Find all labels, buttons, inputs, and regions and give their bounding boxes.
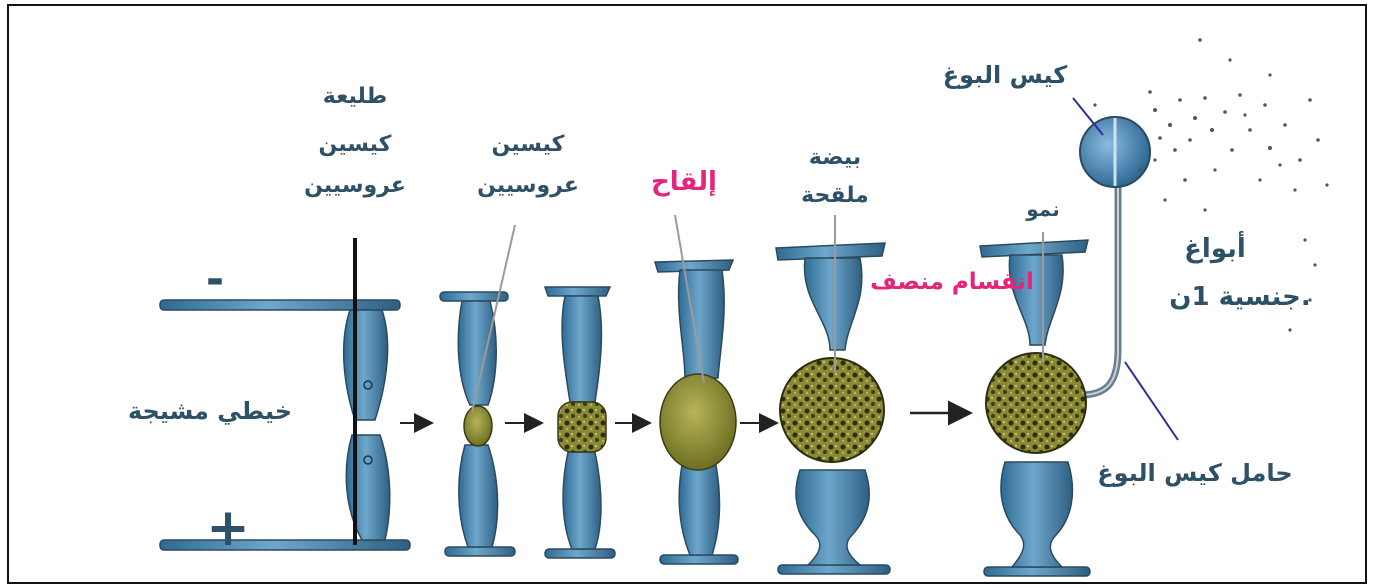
label-fertilization: إلقاح bbox=[651, 167, 717, 197]
label-filament: خيطي مشيجة bbox=[128, 397, 292, 425]
label-sporangium: كيس البوغ bbox=[943, 61, 1068, 89]
label-progamet-3: عروسيين bbox=[304, 173, 406, 198]
label-progamet-2: كيسين bbox=[319, 132, 392, 157]
label-spores-2: جنسية 1ن. bbox=[1169, 282, 1310, 312]
sporangiophore bbox=[1080, 180, 1118, 395]
fertilized-cell bbox=[660, 374, 736, 470]
label-meiosis: انقسام منصف bbox=[870, 269, 1034, 295]
label-spores-1: أبواغ bbox=[1184, 231, 1246, 264]
lower-progametangium bbox=[346, 435, 389, 540]
stage-germination bbox=[980, 98, 1178, 576]
stage-gametangia bbox=[440, 225, 515, 556]
label-growth: نمو bbox=[1025, 197, 1059, 221]
label-zygote-2: ملقحة bbox=[801, 183, 869, 208]
minus-sign: - bbox=[206, 254, 224, 305]
plus-sign: + bbox=[206, 498, 250, 558]
label-gamet-1: كيسين bbox=[492, 132, 565, 157]
bottom-hypha bbox=[160, 540, 410, 550]
zygospore bbox=[780, 358, 884, 462]
label-zygote-1: بيضة bbox=[809, 145, 861, 170]
gametangia bbox=[464, 406, 492, 446]
stage-fusion bbox=[545, 287, 615, 558]
sporangiophore-pointer bbox=[1125, 362, 1178, 440]
label-gamet-2: عروسيين bbox=[477, 173, 579, 198]
upper-progametangium bbox=[344, 310, 388, 420]
top-hypha bbox=[160, 300, 400, 310]
germinating-zygospore bbox=[986, 353, 1086, 453]
label-sporangiophore: حامل كيس البوغ bbox=[1097, 459, 1292, 487]
fusing-gametangia bbox=[558, 402, 606, 452]
stage-fertilization bbox=[655, 215, 738, 564]
label-progamet-1: طليعة bbox=[323, 84, 387, 109]
